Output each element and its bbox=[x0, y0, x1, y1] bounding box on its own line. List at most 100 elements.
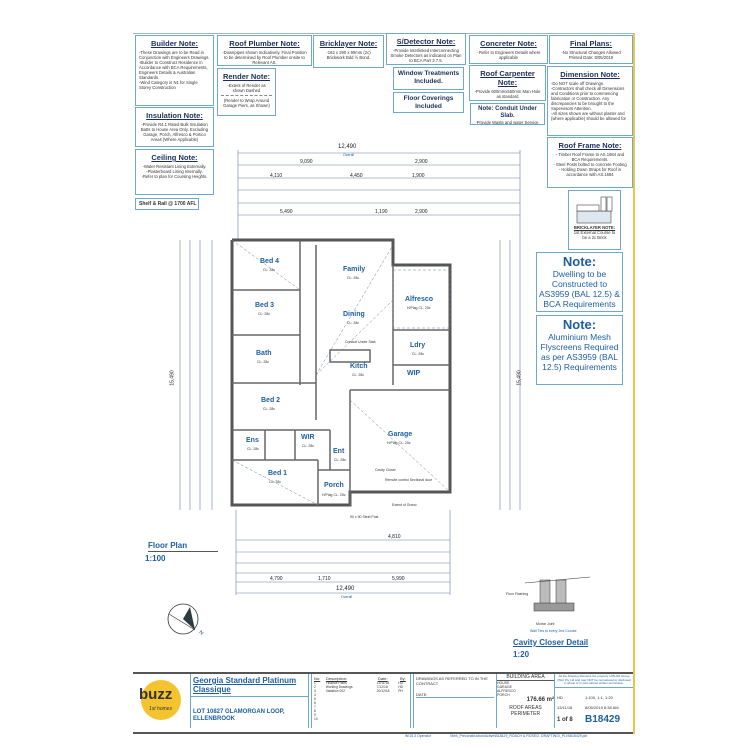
cavity-detail-title: Cavity Closer Detail bbox=[513, 638, 589, 647]
dwelling-note-title: Note: bbox=[562, 254, 597, 269]
dim-top: 4,110 bbox=[270, 173, 283, 179]
revision-no: 2 bbox=[314, 685, 316, 689]
note-line: -Water Resistant Lining Externally. bbox=[142, 164, 207, 169]
floor-flashing-label: Floor Flashing bbox=[506, 592, 529, 596]
conduit-note: Note: Conduit Under Slab. -Provide Waste… bbox=[470, 103, 545, 125]
grano-annotation: Extent of Grano bbox=[392, 503, 417, 507]
room-ceiling: CL: 28c bbox=[269, 480, 282, 484]
dimension-note: Dimension Note: -Do NOT scale off Drawin… bbox=[547, 66, 633, 136]
area-row: ALFRESCO bbox=[497, 689, 516, 693]
revision-no: 4 bbox=[314, 693, 316, 697]
area-row: GARAGE bbox=[497, 685, 512, 689]
cavity-closer-annotation: Cavity Closer bbox=[375, 468, 396, 472]
revision-no: 8 bbox=[314, 709, 316, 713]
note-line: -Contractors shall check all Dimensions … bbox=[551, 86, 625, 111]
dim-top: 5,490 bbox=[280, 209, 293, 215]
note-line: - Holding Down Straps for Roof in accord… bbox=[558, 167, 622, 177]
dwelling-note: Note: Dwelling to be Constructed to AS39… bbox=[536, 252, 623, 312]
ceiling-note-title: Ceiling Note: bbox=[151, 153, 198, 162]
room-label-dining: Dining bbox=[343, 311, 365, 318]
shelf-note: Shelf & Rail @ 1700 AFL bbox=[135, 198, 199, 210]
note-text: -Downpipes shown Indicatively. Final Pos… bbox=[222, 50, 307, 65]
room-ceiling: CL: 28c bbox=[263, 268, 276, 272]
room-label-ldry: Ldry bbox=[410, 342, 426, 349]
note-text: -Provide Waste and water Service. bbox=[475, 120, 540, 125]
room-ceiling: CL: 28c bbox=[302, 444, 315, 448]
dim-top: 4,450 bbox=[350, 173, 363, 179]
note-line: -No Structural Changes Allowed bbox=[561, 50, 621, 55]
cavity-closer-drawing bbox=[524, 576, 591, 612]
roof-frame-title: Roof Frame Note: bbox=[558, 141, 622, 150]
room-label-garage: Garage bbox=[388, 431, 413, 438]
dim-bottom: 4,790 bbox=[270, 576, 283, 582]
dim-overall-label: Overall bbox=[341, 595, 353, 599]
roof-frame-note: Roof Frame Note: - Timber Roof Frame to … bbox=[547, 137, 633, 188]
revision-row: 10 bbox=[314, 717, 408, 721]
room-ceiling: CL: 28c bbox=[347, 276, 360, 280]
site-address: LOT 10827 GLAMORGAN LOOP, ELLENBROOK bbox=[193, 709, 285, 722]
mesh-note-title: Note: bbox=[562, 317, 597, 332]
roof-areas-title: ROOF AREAS bbox=[509, 705, 542, 711]
room-label-kitch: Kitch bbox=[350, 363, 368, 370]
dim-overall-label: Overall bbox=[343, 153, 355, 157]
cavity-detail-scale: 1:20 bbox=[513, 650, 530, 659]
logo-cell: buzz 1st homes bbox=[133, 674, 191, 728]
date-label: DATE: bbox=[416, 692, 494, 698]
dim-bottom: 4,810 bbox=[388, 534, 401, 540]
room-label-wir: WIR bbox=[301, 434, 315, 441]
room-label-ens: Ens bbox=[246, 437, 259, 444]
dim-top: 2,900 bbox=[415, 159, 428, 165]
area-row: PORCH bbox=[497, 693, 510, 697]
room-label-bed-4: Bed 4 bbox=[260, 258, 280, 265]
floor-coverings-note: Floor Coverings Included bbox=[393, 92, 464, 113]
print-date: 8/05/2019 8:38 AM bbox=[585, 705, 619, 710]
room-label-wip: WIP bbox=[407, 370, 421, 377]
final-plans-note: Final Plans: -No Structural Changes Allo… bbox=[549, 35, 633, 64]
room-ceiling: CL: 28c bbox=[258, 312, 271, 316]
s-detector-note: S/Detector Note: -Provide Interlinked In… bbox=[386, 33, 466, 65]
ceiling-note: Ceiling Note: -Water Resistant Lining Ex… bbox=[135, 149, 214, 195]
room-ceiling: CL: 28c bbox=[352, 373, 365, 377]
revision-row: 4 bbox=[314, 693, 408, 697]
room-ceiling: CL: 28c bbox=[247, 447, 260, 451]
note-line: -Wind Category is N1 for Single Storey C… bbox=[139, 80, 198, 90]
note-text: -Provide R4.1 Rated Bulk Insulation Batt… bbox=[140, 122, 209, 142]
revision-desc: Working Drawings bbox=[325, 685, 353, 689]
note-text: Floor Coverings Included bbox=[403, 95, 454, 110]
room-ceiling: H/Plag CL: 25c bbox=[407, 306, 431, 310]
design-name: Georgia Standard Platinum Classique bbox=[191, 674, 308, 697]
revision-by: HD bbox=[398, 681, 403, 685]
revision-no: 3 bbox=[314, 689, 316, 693]
total-area: 176.66 m² bbox=[526, 697, 554, 703]
area-row: HOUSE bbox=[497, 681, 510, 685]
note-line: -All sizes shown are without plaster and… bbox=[551, 111, 626, 121]
revision-header: No: Description: Date: By: bbox=[314, 676, 408, 681]
dim-bottom: 5,990 bbox=[392, 576, 405, 582]
roof-plumber-note: Roof Plumber Note: -Downpipes shown Indi… bbox=[217, 35, 312, 66]
drawing-sheet bbox=[133, 33, 635, 734]
perimeter-title: PERIMETER bbox=[510, 711, 541, 717]
remote-door-annotation: Remote control Sectional door bbox=[385, 478, 433, 482]
revision-row: 9 bbox=[314, 713, 408, 717]
building-area-cell: BUILDING AREA HOUSE GARAGE ALFRESCO PORC… bbox=[497, 674, 555, 728]
rev-header-desc: Description: bbox=[326, 676, 348, 681]
dim-top: 9,090 bbox=[300, 159, 313, 165]
contract-cell: DRAWINGS AS REFERRED TO IN THE CONTRACT … bbox=[413, 674, 497, 728]
note-line: - Steel Posts bolted to concrete Footing bbox=[553, 162, 627, 167]
roof-carpenter-title: Roof Carpenter Note: bbox=[480, 69, 535, 87]
revision-desc: Finance Plans bbox=[325, 681, 347, 685]
brick-course-icon bbox=[576, 196, 613, 224]
note-line: - Timber Roof Frame to AS.1684 and BCA R… bbox=[555, 152, 625, 162]
roof-carpenter-note: Roof Carpenter Note: -Provide 600mmx550m… bbox=[469, 65, 546, 101]
room-label-bed-2: Bed 2 bbox=[261, 397, 281, 404]
dimension-title: Dimension Note: bbox=[560, 70, 620, 79]
dim-bottom: 1,710 bbox=[318, 576, 331, 582]
north-arrow-icon bbox=[167, 603, 199, 635]
room-ceiling: H/Plag CL: 25c bbox=[322, 493, 346, 497]
revision-row: 8 bbox=[314, 709, 408, 713]
revision-by: PH bbox=[398, 689, 403, 693]
room-label-bath: Bath bbox=[256, 350, 272, 357]
info-cell: All the Drawing Remains the property of … bbox=[555, 674, 633, 728]
